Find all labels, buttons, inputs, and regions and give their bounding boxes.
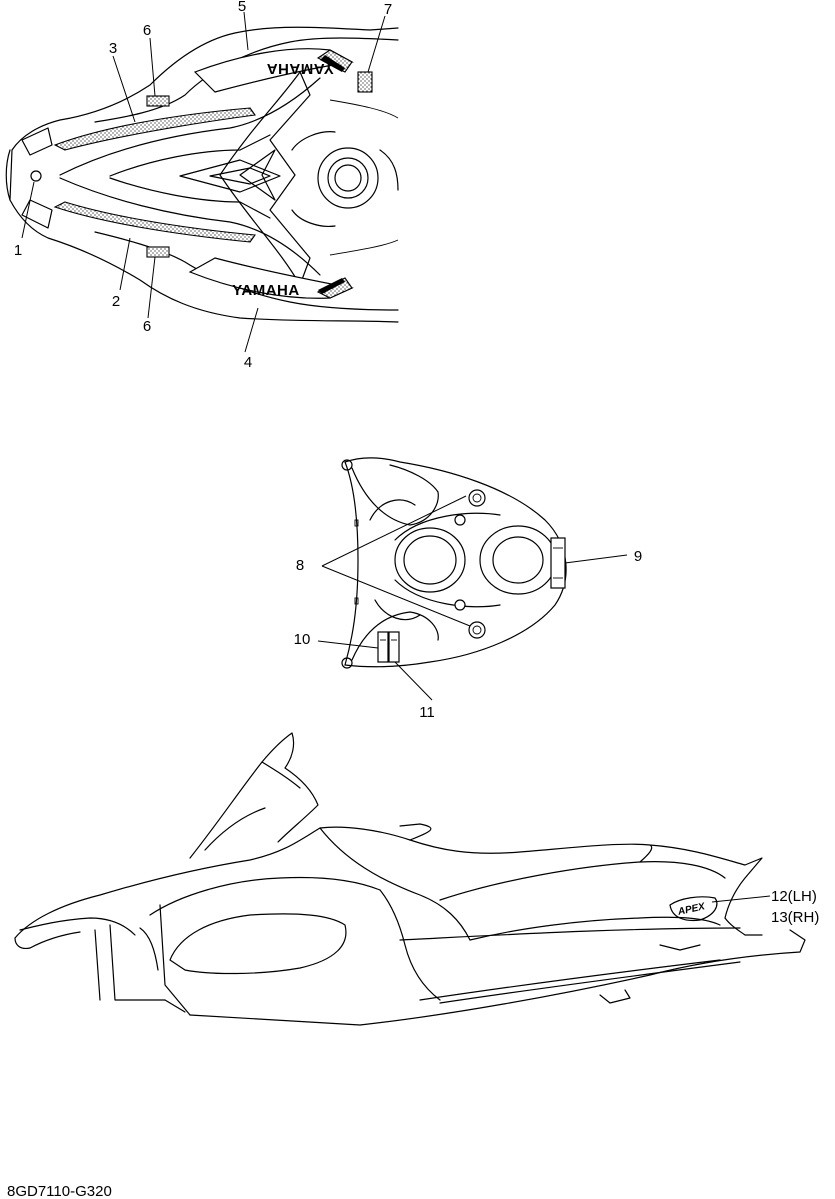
hood-top-view: YAMAHA YAMAHA (5, 11, 399, 353)
caution-label-upper (146, 95, 170, 107)
apex-emblem-text: APEX (676, 901, 707, 918)
callout-11: 11 (419, 704, 435, 721)
snowmobile-side-view: APEX (14, 732, 806, 1026)
drawing-code: 8GD7110-G320 (7, 1183, 112, 1199)
apex-emblem (669, 896, 718, 922)
callout-9: 9 (634, 548, 642, 565)
label-9 (550, 537, 566, 589)
callout-12-lh: 12(LH) (771, 888, 817, 905)
emblem-upper-icon (468, 489, 486, 507)
hood-emblem-icon (30, 170, 42, 182)
callout-2: 2 (112, 293, 120, 310)
callout-4: 4 (244, 354, 252, 371)
side-stripe-lower-decal (53, 201, 257, 243)
caution-label-lower (146, 246, 170, 258)
callout-13-rh: 13(RH) (771, 909, 819, 926)
callout-3: 3 (109, 40, 117, 57)
callout-5: 5 (238, 0, 246, 15)
callout-10: 10 (294, 631, 311, 648)
warning-label-7 (357, 71, 373, 93)
callout-6-upper: 6 (143, 22, 151, 39)
label-10 (377, 631, 389, 663)
side-stripe-upper-decal (53, 107, 256, 151)
callout-7: 7 (384, 1, 392, 18)
label-11 (388, 631, 400, 663)
yamaha-decal-lower-text: YAMAHA (232, 282, 299, 299)
callout-1: 1 (14, 242, 22, 259)
callout-6-lower: 6 (143, 318, 151, 335)
emblem-lower-icon (468, 621, 486, 639)
dash-top-view (317, 457, 628, 701)
callout-8: 8 (296, 557, 304, 574)
yamaha-decal-upper-text: YAMAHA (266, 60, 333, 77)
